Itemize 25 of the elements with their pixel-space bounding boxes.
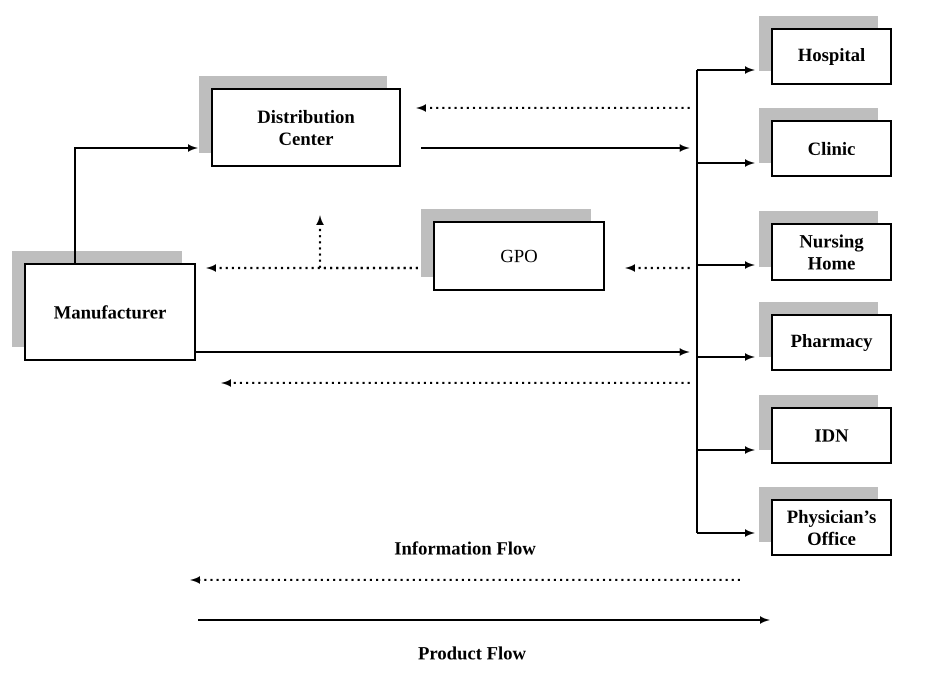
- process-box: GPO: [421, 209, 605, 291]
- process-box: Manufacturer: [12, 251, 196, 361]
- customer-box: Pharmacy: [759, 302, 892, 371]
- customer-box: Clinic: [759, 108, 892, 177]
- arrow: [74, 144, 196, 263]
- arrow: [697, 160, 752, 166]
- customer-box: IDN: [759, 395, 892, 464]
- arrow: [316, 218, 418, 270]
- arrow: [196, 348, 687, 356]
- arrow: [697, 66, 752, 74]
- arrow: [421, 144, 687, 152]
- arrow: [418, 104, 690, 112]
- arrow: [224, 380, 690, 386]
- process-box: Distribution Center: [199, 76, 401, 167]
- arrow: [697, 446, 752, 454]
- arrow: [697, 530, 752, 536]
- customer-box: Hospital: [759, 16, 892, 85]
- legend-label: Product Flow: [418, 646, 526, 660]
- customer-box: Physician’s Office: [759, 487, 892, 556]
- customer-box: Nursing Home: [759, 211, 892, 281]
- legend-label: Information Flow: [394, 541, 536, 555]
- arrow: [697, 354, 752, 360]
- bus-line: [696, 70, 698, 533]
- arrow: [628, 264, 690, 272]
- arrow: [697, 262, 752, 268]
